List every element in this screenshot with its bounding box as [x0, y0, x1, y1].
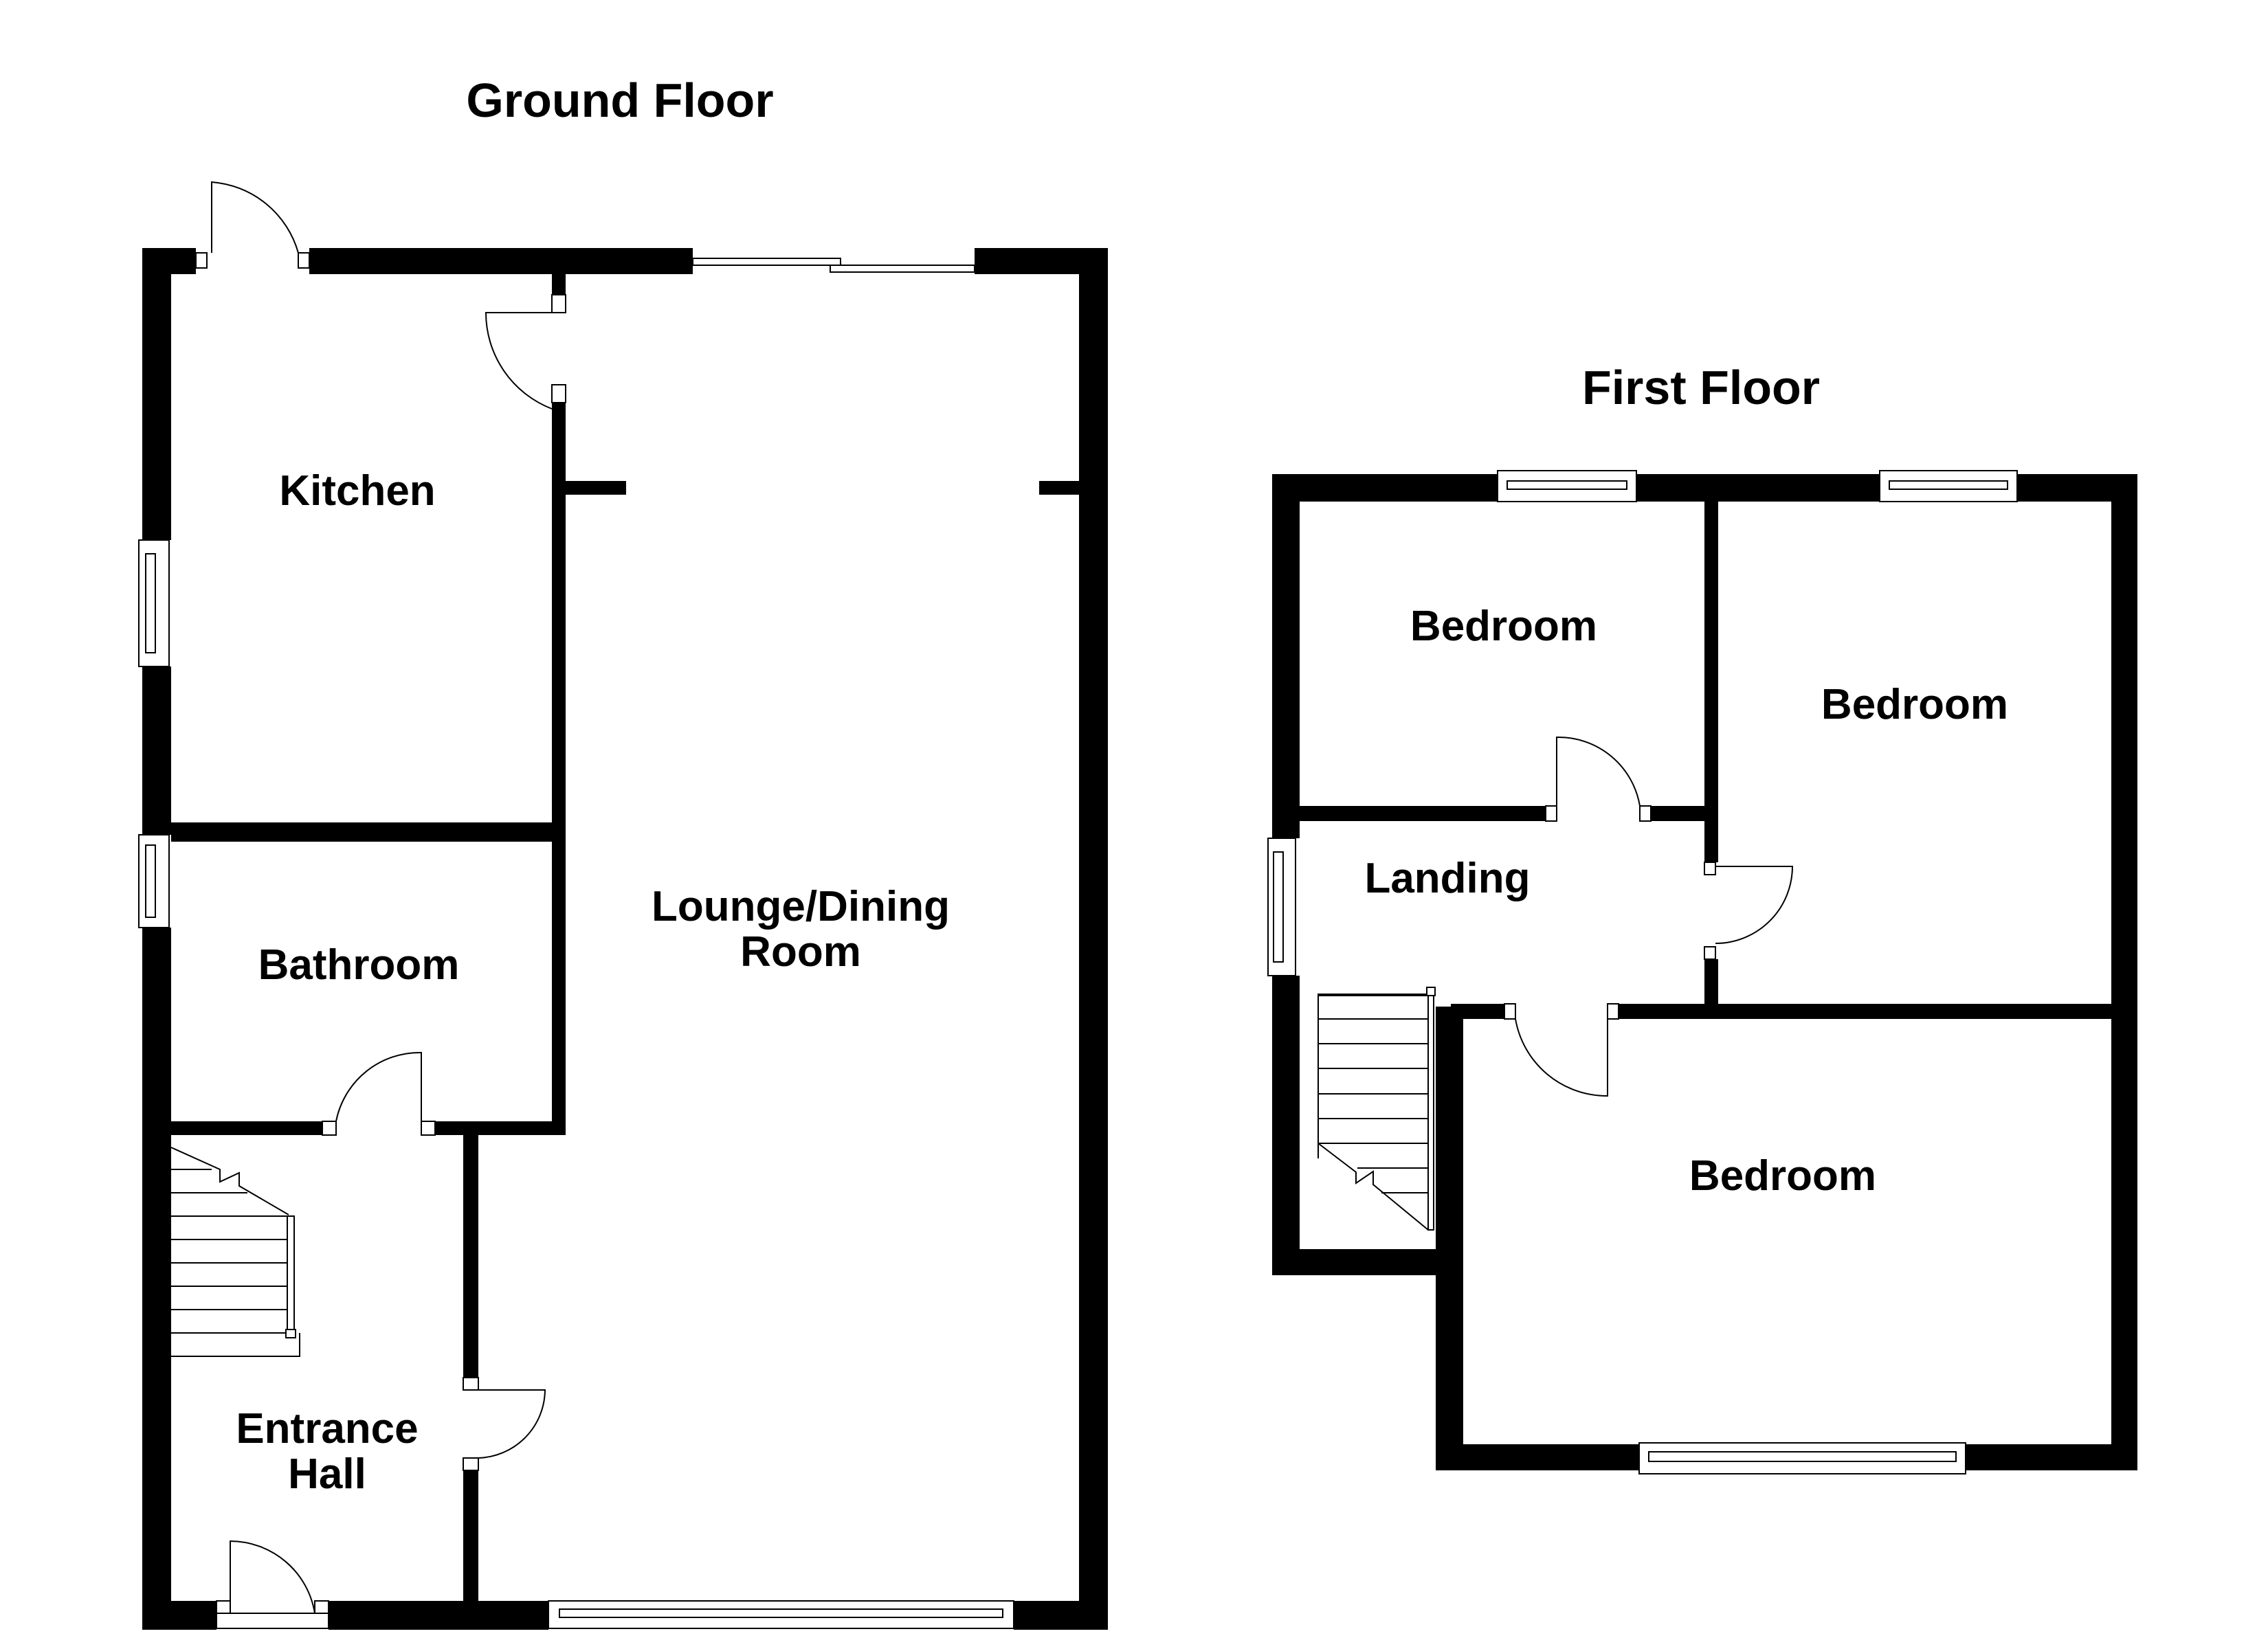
lounge-front-window — [548, 1600, 1014, 1629]
room-label-lounge-line2: Room — [740, 928, 861, 976]
front-bedroom-door — [1451, 1003, 2137, 1097]
first-floor: First Floor — [1267, 361, 2137, 1474]
room-label-bedroom-rear-left: Bedroom — [1410, 603, 1597, 650]
kitchen-window — [138, 539, 170, 667]
kitchen-back-door — [195, 181, 310, 269]
room-label-bathroom: Bathroom — [258, 941, 460, 989]
bathroom-window — [138, 834, 170, 928]
rear-left-bedroom-door — [1300, 736, 1718, 822]
room-label-lounge-line1: Lounge/Dining — [652, 883, 950, 930]
ground-floor-outer-walls — [142, 248, 1108, 1630]
patio-sliding-doors — [692, 258, 975, 273]
room-label-kitchen: Kitchen — [279, 467, 435, 515]
bathroom-door — [171, 1051, 566, 1136]
room-label-bedroom-rear-right: Bedroom — [1821, 681, 2008, 728]
room-label-bedroom-front: Bedroom — [1689, 1152, 1876, 1200]
front-door — [216, 1540, 329, 1629]
ground-floor-staircase — [170, 1147, 300, 1357]
landing-window — [1267, 838, 1296, 976]
rear-right-bedroom-window — [1879, 470, 2018, 502]
rear-right-bedroom-door — [1704, 821, 1794, 1004]
front-bedroom-window — [1638, 1442, 1966, 1474]
ground-floor: Ground Floor — [138, 74, 1108, 1630]
ground-floor-title: Ground Floor — [466, 74, 773, 127]
rear-left-bedroom-window — [1497, 470, 1637, 502]
kitchen-bathroom-wall — [171, 822, 552, 842]
room-label-landing: Landing — [1364, 855, 1530, 902]
first-floor-outer-walls — [1272, 474, 2137, 1470]
rear-bedrooms-divider — [1704, 502, 1718, 845]
room-label-entrance-line1: Entrance — [236, 1405, 418, 1452]
first-floor-title: First Floor — [1582, 361, 1820, 414]
kitchen-lounge-wall — [485, 274, 1079, 1131]
hall-lounge-wall — [463, 1130, 546, 1601]
room-label-entrance-line2: Hall — [288, 1450, 366, 1498]
first-floor-staircase — [1318, 987, 1436, 1231]
